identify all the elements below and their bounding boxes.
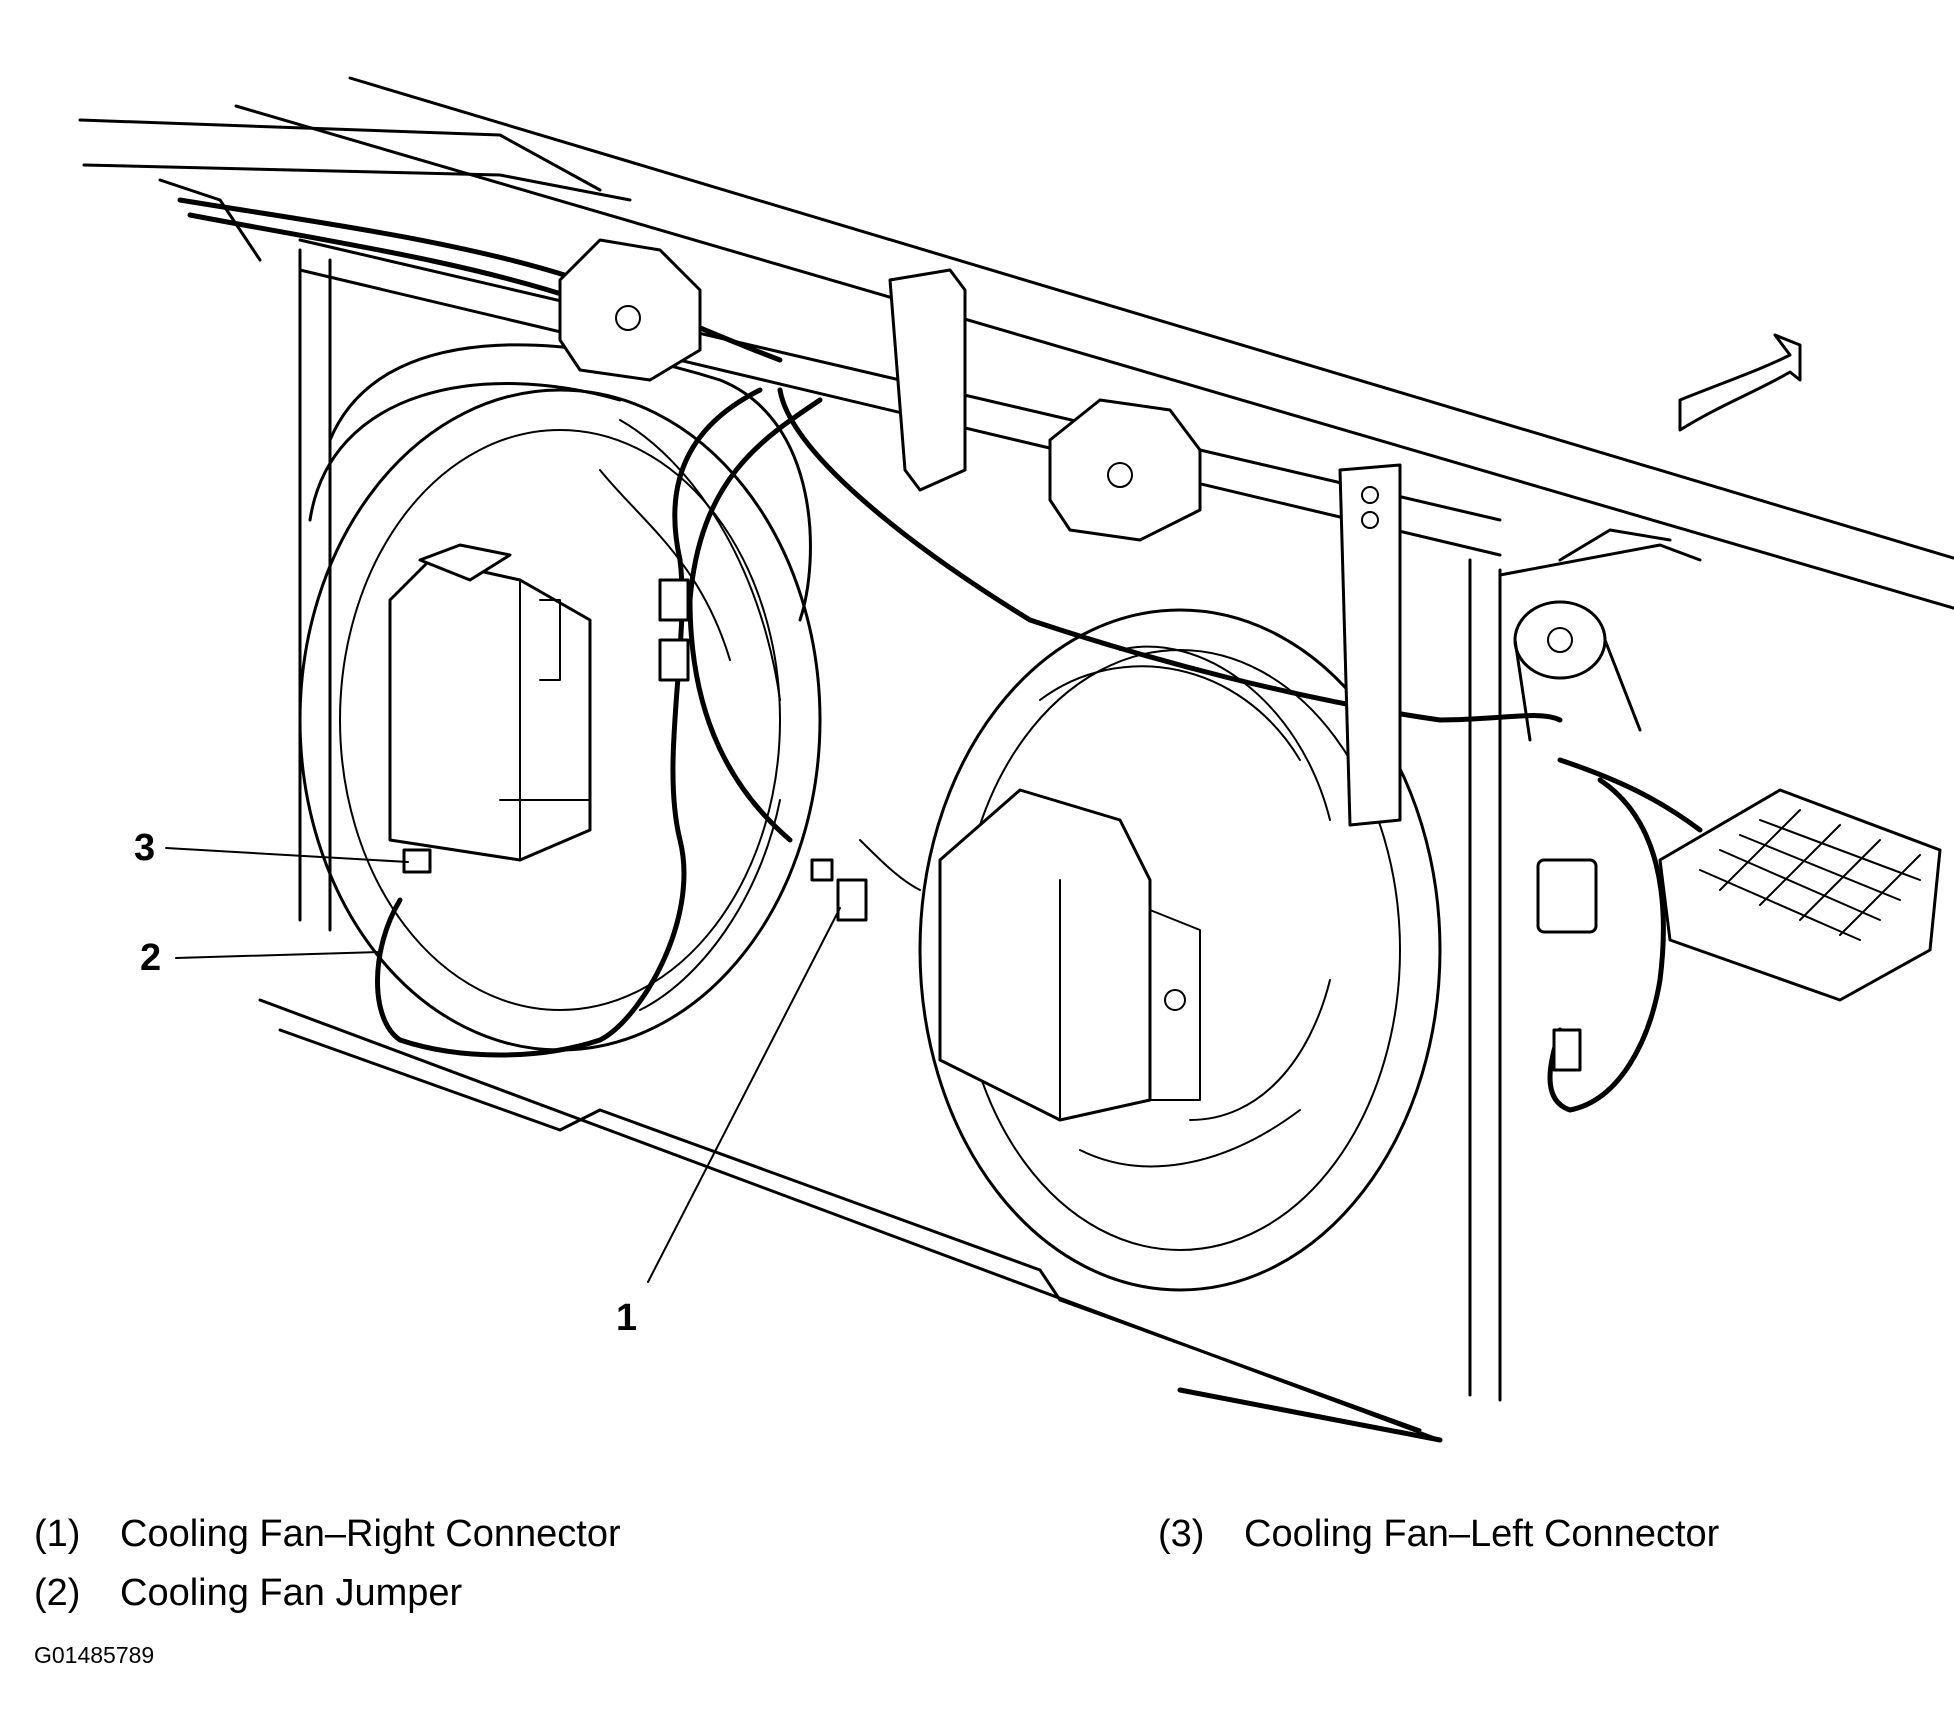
callout-leaders <box>165 847 841 1283</box>
upper-frame <box>78 76 1954 610</box>
upper-brackets <box>558 238 1402 827</box>
figure-id: G01485789 <box>34 1642 155 1668</box>
legend-label: Cooling Fan–Left Connector <box>1244 1513 1720 1555</box>
legend-label: Cooling Fan Jumper <box>120 1572 463 1614</box>
left-frame <box>258 248 1443 1443</box>
callout-2: 2 <box>140 937 161 979</box>
callout-1: 1 <box>616 1297 637 1339</box>
relay-block <box>1658 788 1942 1002</box>
legend-number: (1) <box>34 1513 81 1555</box>
left-fan-shroud <box>298 343 822 1052</box>
right-fan-motor-module <box>938 788 1201 1122</box>
cooling-fan-illustration: 3 2 1 <box>78 76 1954 1443</box>
left-fan-motor-module <box>388 543 592 862</box>
right-frame <box>1468 528 1702 1402</box>
legend-item-3: (3) Cooling Fan–Left Connector <box>1158 1513 1719 1556</box>
direction-arrow-icon <box>1678 333 1802 432</box>
coolant-reservoir <box>1513 600 1642 742</box>
legend-item-1: (1) Cooling Fan–Right Connector <box>34 1513 621 1556</box>
legend-label: Cooling Fan–Right Connector <box>120 1513 621 1555</box>
right-connector <box>810 858 868 922</box>
legend-number: (3) <box>1158 1513 1205 1555</box>
callout-3: 3 <box>134 827 155 869</box>
jumper-connector <box>658 578 1598 1072</box>
legend-item-2: (2) Cooling Fan Jumper <box>34 1572 462 1615</box>
legend-number: (2) <box>34 1572 81 1614</box>
